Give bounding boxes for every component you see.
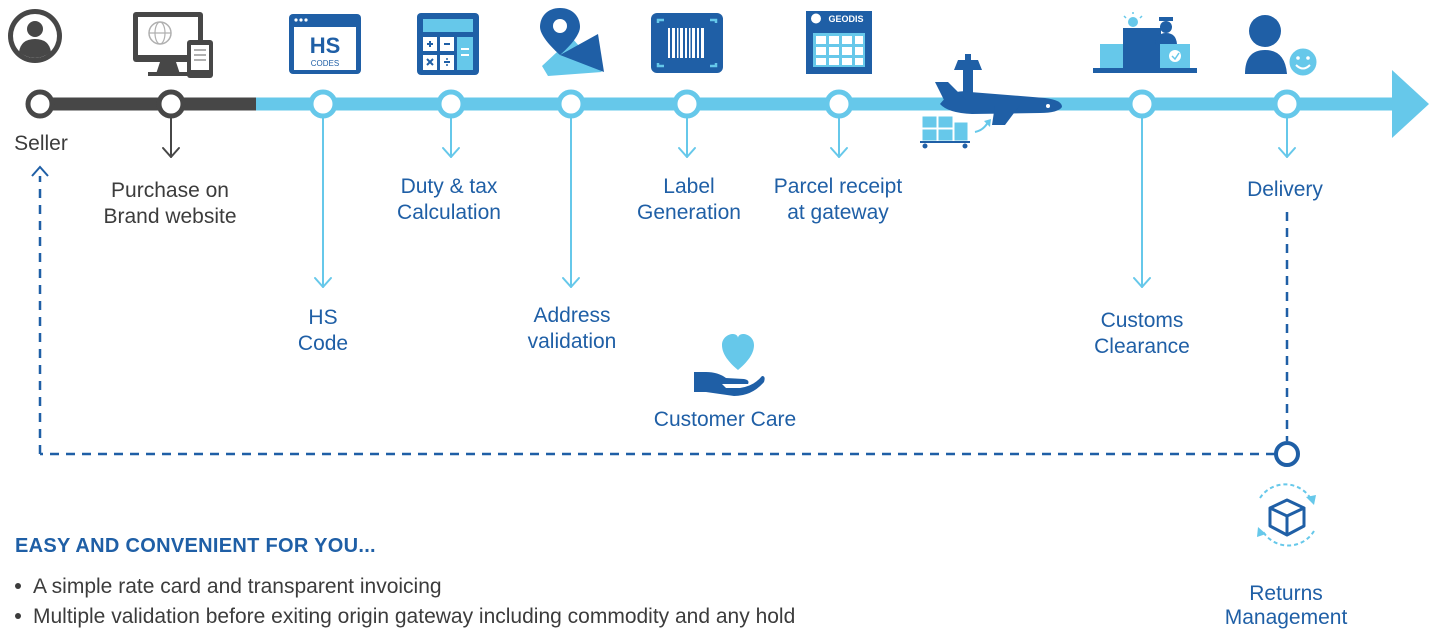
hs-codes-icon-big: HS bbox=[310, 33, 341, 58]
customs-desk-icon bbox=[1093, 12, 1197, 73]
benefits-list: A simple rate card and transparent invoi… bbox=[13, 572, 795, 632]
node-parcel bbox=[824, 89, 854, 119]
drop-arrows bbox=[162, 116, 1296, 288]
geodis-icon-label: GEODIS bbox=[828, 14, 863, 24]
returns-loop bbox=[38, 176, 1289, 456]
step-address-label: Address validation bbox=[527, 304, 617, 353]
arrow-hs-code bbox=[314, 116, 332, 288]
benefit-text: Multiple validation before exiting origi… bbox=[33, 605, 796, 628]
bullet-dot bbox=[15, 583, 21, 589]
arrow-label bbox=[678, 116, 696, 158]
arrow-duty-tax bbox=[442, 116, 460, 158]
node-duty-tax bbox=[436, 89, 466, 119]
barcode-icon bbox=[651, 13, 723, 73]
arrow-purchase bbox=[162, 116, 180, 158]
benefits-headline: EASY AND CONVENIENT FOR YOU... bbox=[15, 535, 376, 557]
hs-codes-icon: HS CODES bbox=[289, 14, 361, 74]
node-purchase bbox=[156, 89, 186, 119]
heart-hand-icon bbox=[694, 334, 765, 396]
step-purchase-label: Purchase on Brand website bbox=[103, 179, 237, 228]
returns-box-icon bbox=[1257, 483, 1316, 547]
map-pin-icon bbox=[540, 8, 604, 76]
happy-customer-icon bbox=[1245, 15, 1320, 79]
geodis-building-icon: GEODIS bbox=[806, 11, 872, 74]
node-delivery bbox=[1272, 89, 1302, 119]
step-duty-tax-label: Duty & tax Calculation bbox=[397, 175, 501, 224]
step-hs-code-label: HS Code bbox=[297, 306, 349, 355]
arrow-address bbox=[562, 116, 580, 288]
step-delivery-label: Delivery bbox=[1247, 178, 1323, 201]
node-seller bbox=[25, 89, 55, 119]
returns-management-label: Returns Management bbox=[1224, 582, 1348, 629]
timeline-arrowhead bbox=[1392, 70, 1429, 138]
arrow-parcel bbox=[830, 116, 848, 158]
step-customs-label: Customs Clearance bbox=[1094, 309, 1190, 358]
timeline-nodes bbox=[25, 89, 1302, 119]
seller-avatar-icon bbox=[8, 9, 62, 63]
node-address bbox=[556, 89, 586, 119]
arrow-customs bbox=[1133, 116, 1151, 288]
returns-node bbox=[1274, 441, 1300, 467]
step-parcel-label: Parcel receipt at gateway bbox=[773, 175, 903, 224]
node-label bbox=[672, 89, 702, 119]
customer-care-label: Customer Care bbox=[653, 408, 797, 431]
computer-phone-icon bbox=[133, 12, 213, 78]
step-label-generation-label: Label Generation bbox=[637, 175, 741, 224]
list-item: A simple rate card and transparent invoi… bbox=[13, 572, 795, 602]
calculator-icon bbox=[417, 13, 479, 75]
node-customs bbox=[1127, 89, 1157, 119]
step-seller-label: Seller bbox=[14, 132, 68, 155]
airplane-tower-icon bbox=[920, 54, 1062, 149]
benefit-text: A simple rate card and transparent invoi… bbox=[33, 575, 442, 598]
hs-codes-icon-small: CODES bbox=[311, 59, 339, 68]
returns-loop-arrowhead bbox=[31, 165, 49, 177]
arrow-delivery bbox=[1278, 116, 1296, 158]
bullet-dot bbox=[15, 613, 21, 619]
list-item: Multiple validation before exiting origi… bbox=[13, 602, 795, 632]
node-hs-code bbox=[308, 89, 338, 119]
